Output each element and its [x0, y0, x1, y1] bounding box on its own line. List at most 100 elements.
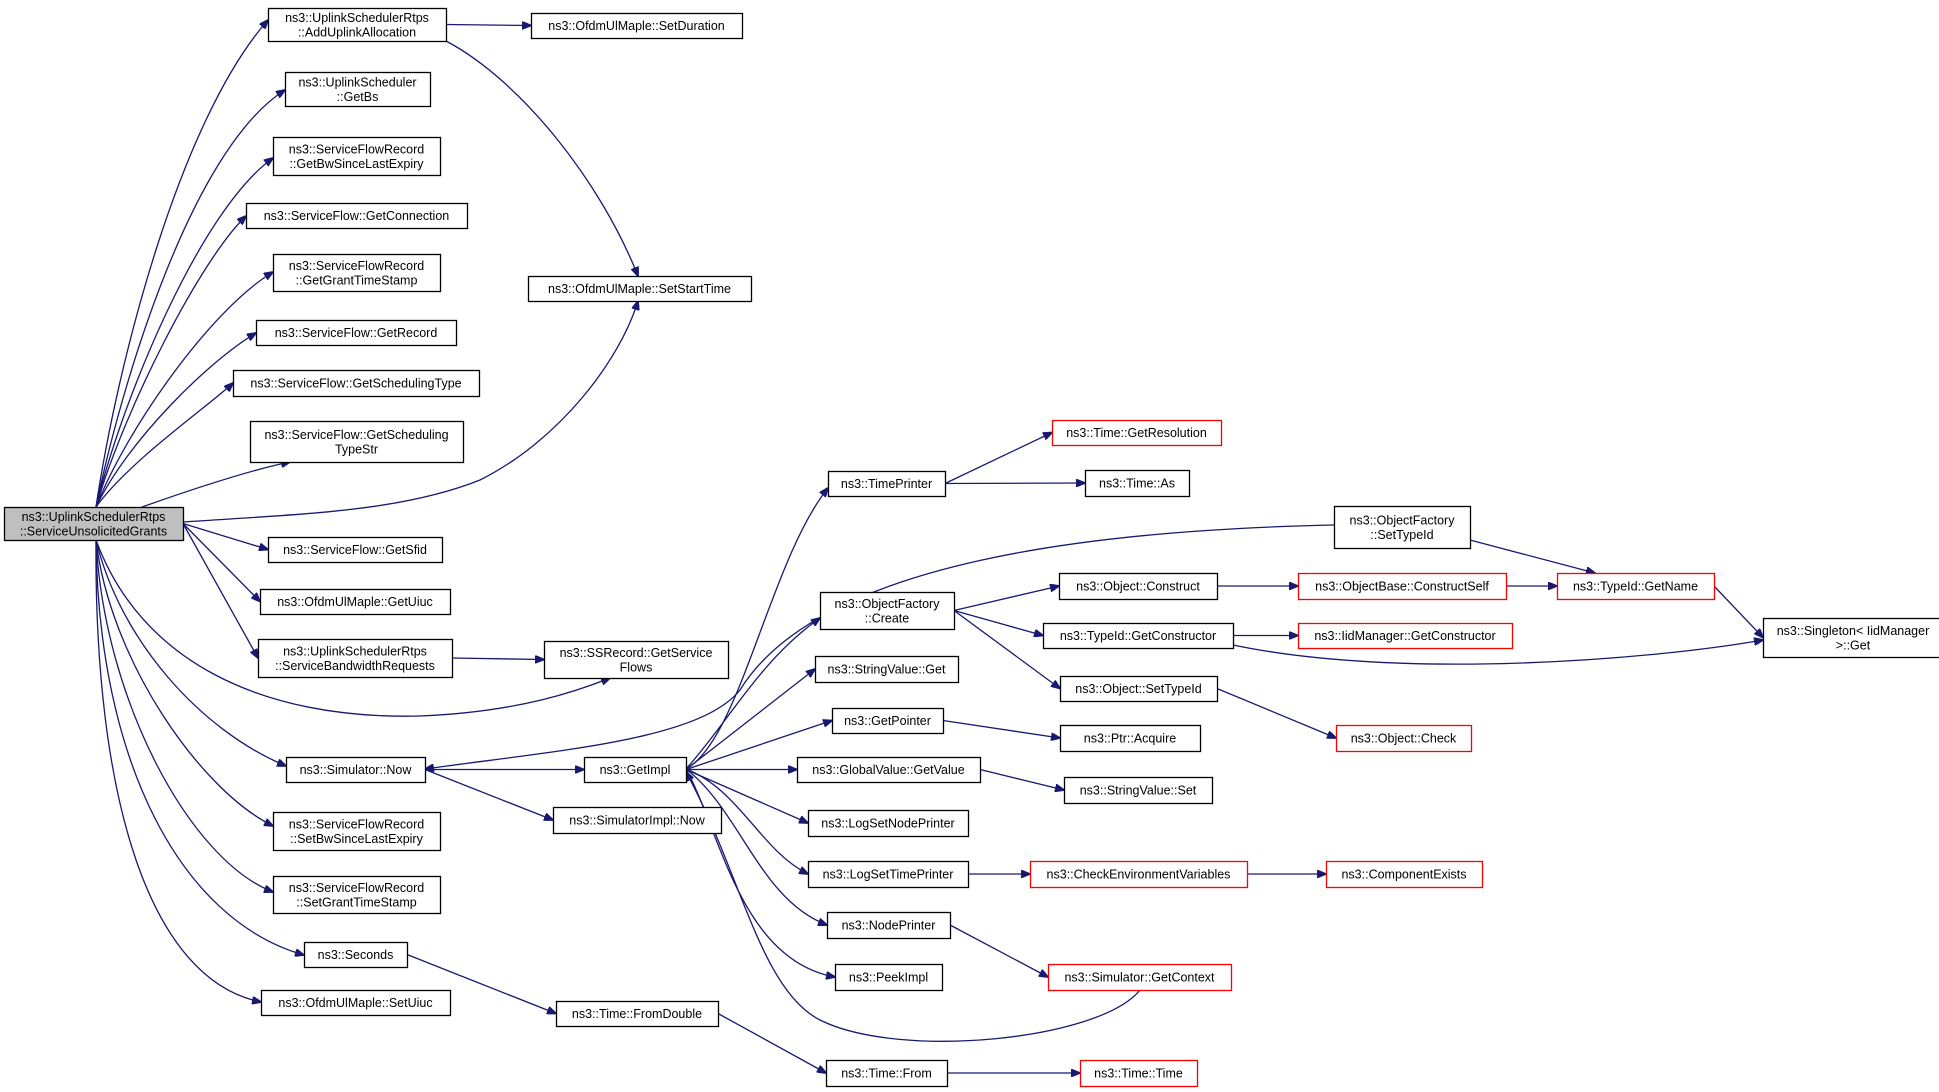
- node-box: [1335, 724, 1473, 753]
- node-iidGetCtor[interactable]: ns3::IidManager::GetConstructor: [1297, 622, 1514, 650]
- node-setGrantTS[interactable]: ns3::ServiceFlowRecord::SetGrantTimeStam…: [272, 875, 442, 915]
- nodes-layer: ns3::UplinkSchedulerRtps::ServiceUnsolic…: [3, 7, 1939, 1088]
- call-edge-getImpl-to-ofCreate: [685, 618, 820, 770]
- node-ptrAcquire[interactable]: ns3::Ptr::Acquire: [1059, 724, 1202, 753]
- node-box: [825, 1059, 949, 1088]
- node-label: ns3::CheckEnvironmentVariables: [1047, 868, 1231, 882]
- node-label: ns3::NodePrinter: [842, 919, 936, 933]
- call-edge-root-to-seconds: [95, 539, 304, 955]
- node-label: ns3::ServiceFlow::GetConnection: [264, 209, 450, 223]
- node-box: [232, 369, 481, 398]
- node-stringValueSet[interactable]: ns3::StringValue::Set: [1063, 776, 1214, 805]
- call-edge-root-to-simNow: [95, 539, 286, 766]
- node-getRecord[interactable]: ns3::ServiceFlow::GetRecord: [255, 319, 458, 347]
- node-getPointer[interactable]: ns3::GetPointer: [831, 707, 945, 735]
- node-getSfid[interactable]: ns3::ServiceFlow::GetSfid: [267, 536, 444, 564]
- node-addUplink[interactable]: ns3::UplinkSchedulerRtps::AddUplinkAlloc…: [267, 7, 448, 43]
- node-label: ns3::ServiceFlowRecord: [289, 142, 425, 156]
- node-getConnection[interactable]: ns3::ServiceFlow::GetConnection: [245, 202, 469, 230]
- node-label: ns3::ServiceFlow::GetRecord: [275, 326, 438, 340]
- node-seconds[interactable]: ns3::Seconds: [303, 941, 409, 969]
- call-edge-simGetContext-to-getImpl: [686, 772, 1141, 1042]
- node-getImpl[interactable]: ns3::GetImpl: [583, 756, 688, 784]
- node-getUiuc[interactable]: ns3::OfdmUlMaple::GetUiuc: [259, 588, 452, 616]
- node-timeTime[interactable]: ns3::Time::Time: [1079, 1059, 1199, 1088]
- node-setStartTime[interactable]: ns3::OfdmUlMaple::SetStartTime: [527, 275, 753, 303]
- call-edge-root-to-setUiuc: [95, 539, 261, 1002]
- node-checkEnvVars[interactable]: ns3::CheckEnvironmentVariables: [1029, 860, 1249, 889]
- node-box: [819, 591, 956, 631]
- node-label: ns3::TypeId::GetName: [1573, 580, 1698, 594]
- node-label: ns3::ObjectFactory: [835, 597, 941, 611]
- node-setDuration[interactable]: ns3::OfdmUlMaple::SetDuration: [530, 12, 744, 40]
- node-singletonGet[interactable]: ns3::Singleton< IidManager>::Get: [1762, 617, 1939, 659]
- node-ofCreate[interactable]: ns3::ObjectFactory::Create: [819, 591, 956, 631]
- node-label: ns3::ServiceFlow::GetSchedulingType: [250, 377, 461, 391]
- node-setUiuc[interactable]: ns3::OfdmUlMaple::SetUiuc: [260, 989, 452, 1017]
- node-label: ns3::Time::FromDouble: [572, 1007, 702, 1021]
- call-edge-objSetTypeId-to-objCheck: [1216, 687, 1336, 739]
- node-box: [527, 275, 753, 303]
- node-constructSelf[interactable]: ns3::ObjectBase::ConstructSelf: [1297, 572, 1508, 601]
- call-edge-root-to-getRecord: [95, 333, 256, 508]
- node-box: [1762, 617, 1939, 659]
- node-box: [245, 202, 469, 230]
- call-edge-typeIdGetCtor-to-singletonGet: [1232, 640, 1763, 665]
- node-objCheck[interactable]: ns3::Object::Check: [1335, 724, 1473, 753]
- node-timeAs[interactable]: ns3::Time::As: [1084, 469, 1191, 498]
- node-timeFrom[interactable]: ns3::Time::From: [825, 1059, 949, 1088]
- call-edge-ofCreate-to-objSetTypeId: [953, 609, 1060, 689]
- node-label: ns3::ObjectBase::ConstructSelf: [1315, 580, 1489, 594]
- node-label: ::AddUplinkAllocation: [298, 25, 416, 39]
- node-timePrinter[interactable]: ns3::TimePrinter: [827, 470, 947, 498]
- node-globalGetValue[interactable]: ns3::GlobalValue::GetValue: [796, 756, 982, 784]
- node-box: [272, 811, 442, 852]
- node-box: [272, 136, 442, 177]
- node-label: ns3::LogSetNodePrinter: [821, 817, 954, 831]
- node-setBwSince[interactable]: ns3::ServiceFlowRecord::SetBwSinceLastEx…: [272, 811, 442, 852]
- call-edge-root-to-getBs: [95, 90, 285, 508]
- node-getBs[interactable]: ns3::UplinkScheduler::GetBs: [284, 71, 432, 108]
- node-label: TypeStr: [335, 442, 378, 456]
- call-edge-timePrinter-to-timeAs: [944, 483, 1085, 484]
- node-getBwSince[interactable]: ns3::ServiceFlowRecord::GetBwSinceLastEx…: [272, 136, 442, 177]
- call-edge-timePrinter-to-getResolution: [944, 433, 1052, 485]
- call-edge-nodePrinter-to-simGetContext: [949, 924, 1048, 977]
- node-box: [1333, 505, 1472, 550]
- node-componentExists[interactable]: ns3::ComponentExists: [1325, 860, 1484, 889]
- node-label: ns3::SimulatorImpl::Now: [569, 814, 705, 828]
- node-label: ns3::OfdmUlMaple::GetUiuc: [277, 595, 433, 609]
- node-box: [552, 806, 723, 835]
- node-logSetNodePrinter[interactable]: ns3::LogSetNodePrinter: [807, 809, 970, 838]
- node-nodePrinter[interactable]: ns3::NodePrinter: [826, 911, 952, 940]
- node-objSetTypeId[interactable]: ns3::Object::SetTypeId: [1059, 675, 1219, 703]
- node-box: [827, 470, 947, 498]
- call-edge-getImpl-to-stringValueGet: [685, 669, 815, 771]
- node-stringValueGet[interactable]: ns3::StringValue::Get: [814, 655, 960, 684]
- node-box: [831, 707, 945, 735]
- node-typeIdGetName[interactable]: ns3::TypeId::GetName: [1556, 572, 1716, 601]
- node-getSchedType[interactable]: ns3::ServiceFlow::GetSchedulingType: [232, 369, 481, 398]
- node-peekImpl[interactable]: ns3::PeekImpl: [834, 963, 944, 992]
- node-simNow[interactable]: ns3::Simulator::Now: [285, 756, 427, 784]
- node-serviceBwReq[interactable]: ns3::UplinkSchedulerRtps::ServiceBandwid…: [257, 638, 454, 679]
- node-simImplNow[interactable]: ns3::SimulatorImpl::Now: [552, 806, 723, 835]
- node-simGetContext[interactable]: ns3::Simulator::GetContext: [1047, 963, 1233, 992]
- node-getResolution[interactable]: ns3::Time::GetResolution: [1051, 419, 1223, 447]
- node-logSetTimePrinter[interactable]: ns3::LogSetTimePrinter: [807, 860, 970, 889]
- node-ofSetTypeId[interactable]: ns3::ObjectFactory::SetTypeId: [1333, 505, 1472, 550]
- node-getGrantTS[interactable]: ns3::ServiceFlowRecord::GetGrantTimeStam…: [272, 253, 442, 293]
- node-typeIdGetCtor[interactable]: ns3::TypeId::GetConstructor: [1042, 622, 1235, 650]
- node-objConstruct[interactable]: ns3::Object::Construct: [1058, 572, 1219, 601]
- node-fromDouble[interactable]: ns3::Time::FromDouble: [555, 1000, 720, 1028]
- node-label: ns3::LogSetTimePrinter: [823, 868, 954, 882]
- node-root[interactable]: ns3::UplinkSchedulerRtps::ServiceUnsolic…: [3, 506, 185, 542]
- call-edge-root-to-getSfid: [182, 522, 268, 550]
- node-label: ns3::UplinkSchedulerRtps: [285, 11, 429, 25]
- node-box: [1297, 572, 1508, 601]
- node-box: [284, 71, 432, 108]
- call-edge-seconds-to-fromDouble: [406, 953, 556, 1014]
